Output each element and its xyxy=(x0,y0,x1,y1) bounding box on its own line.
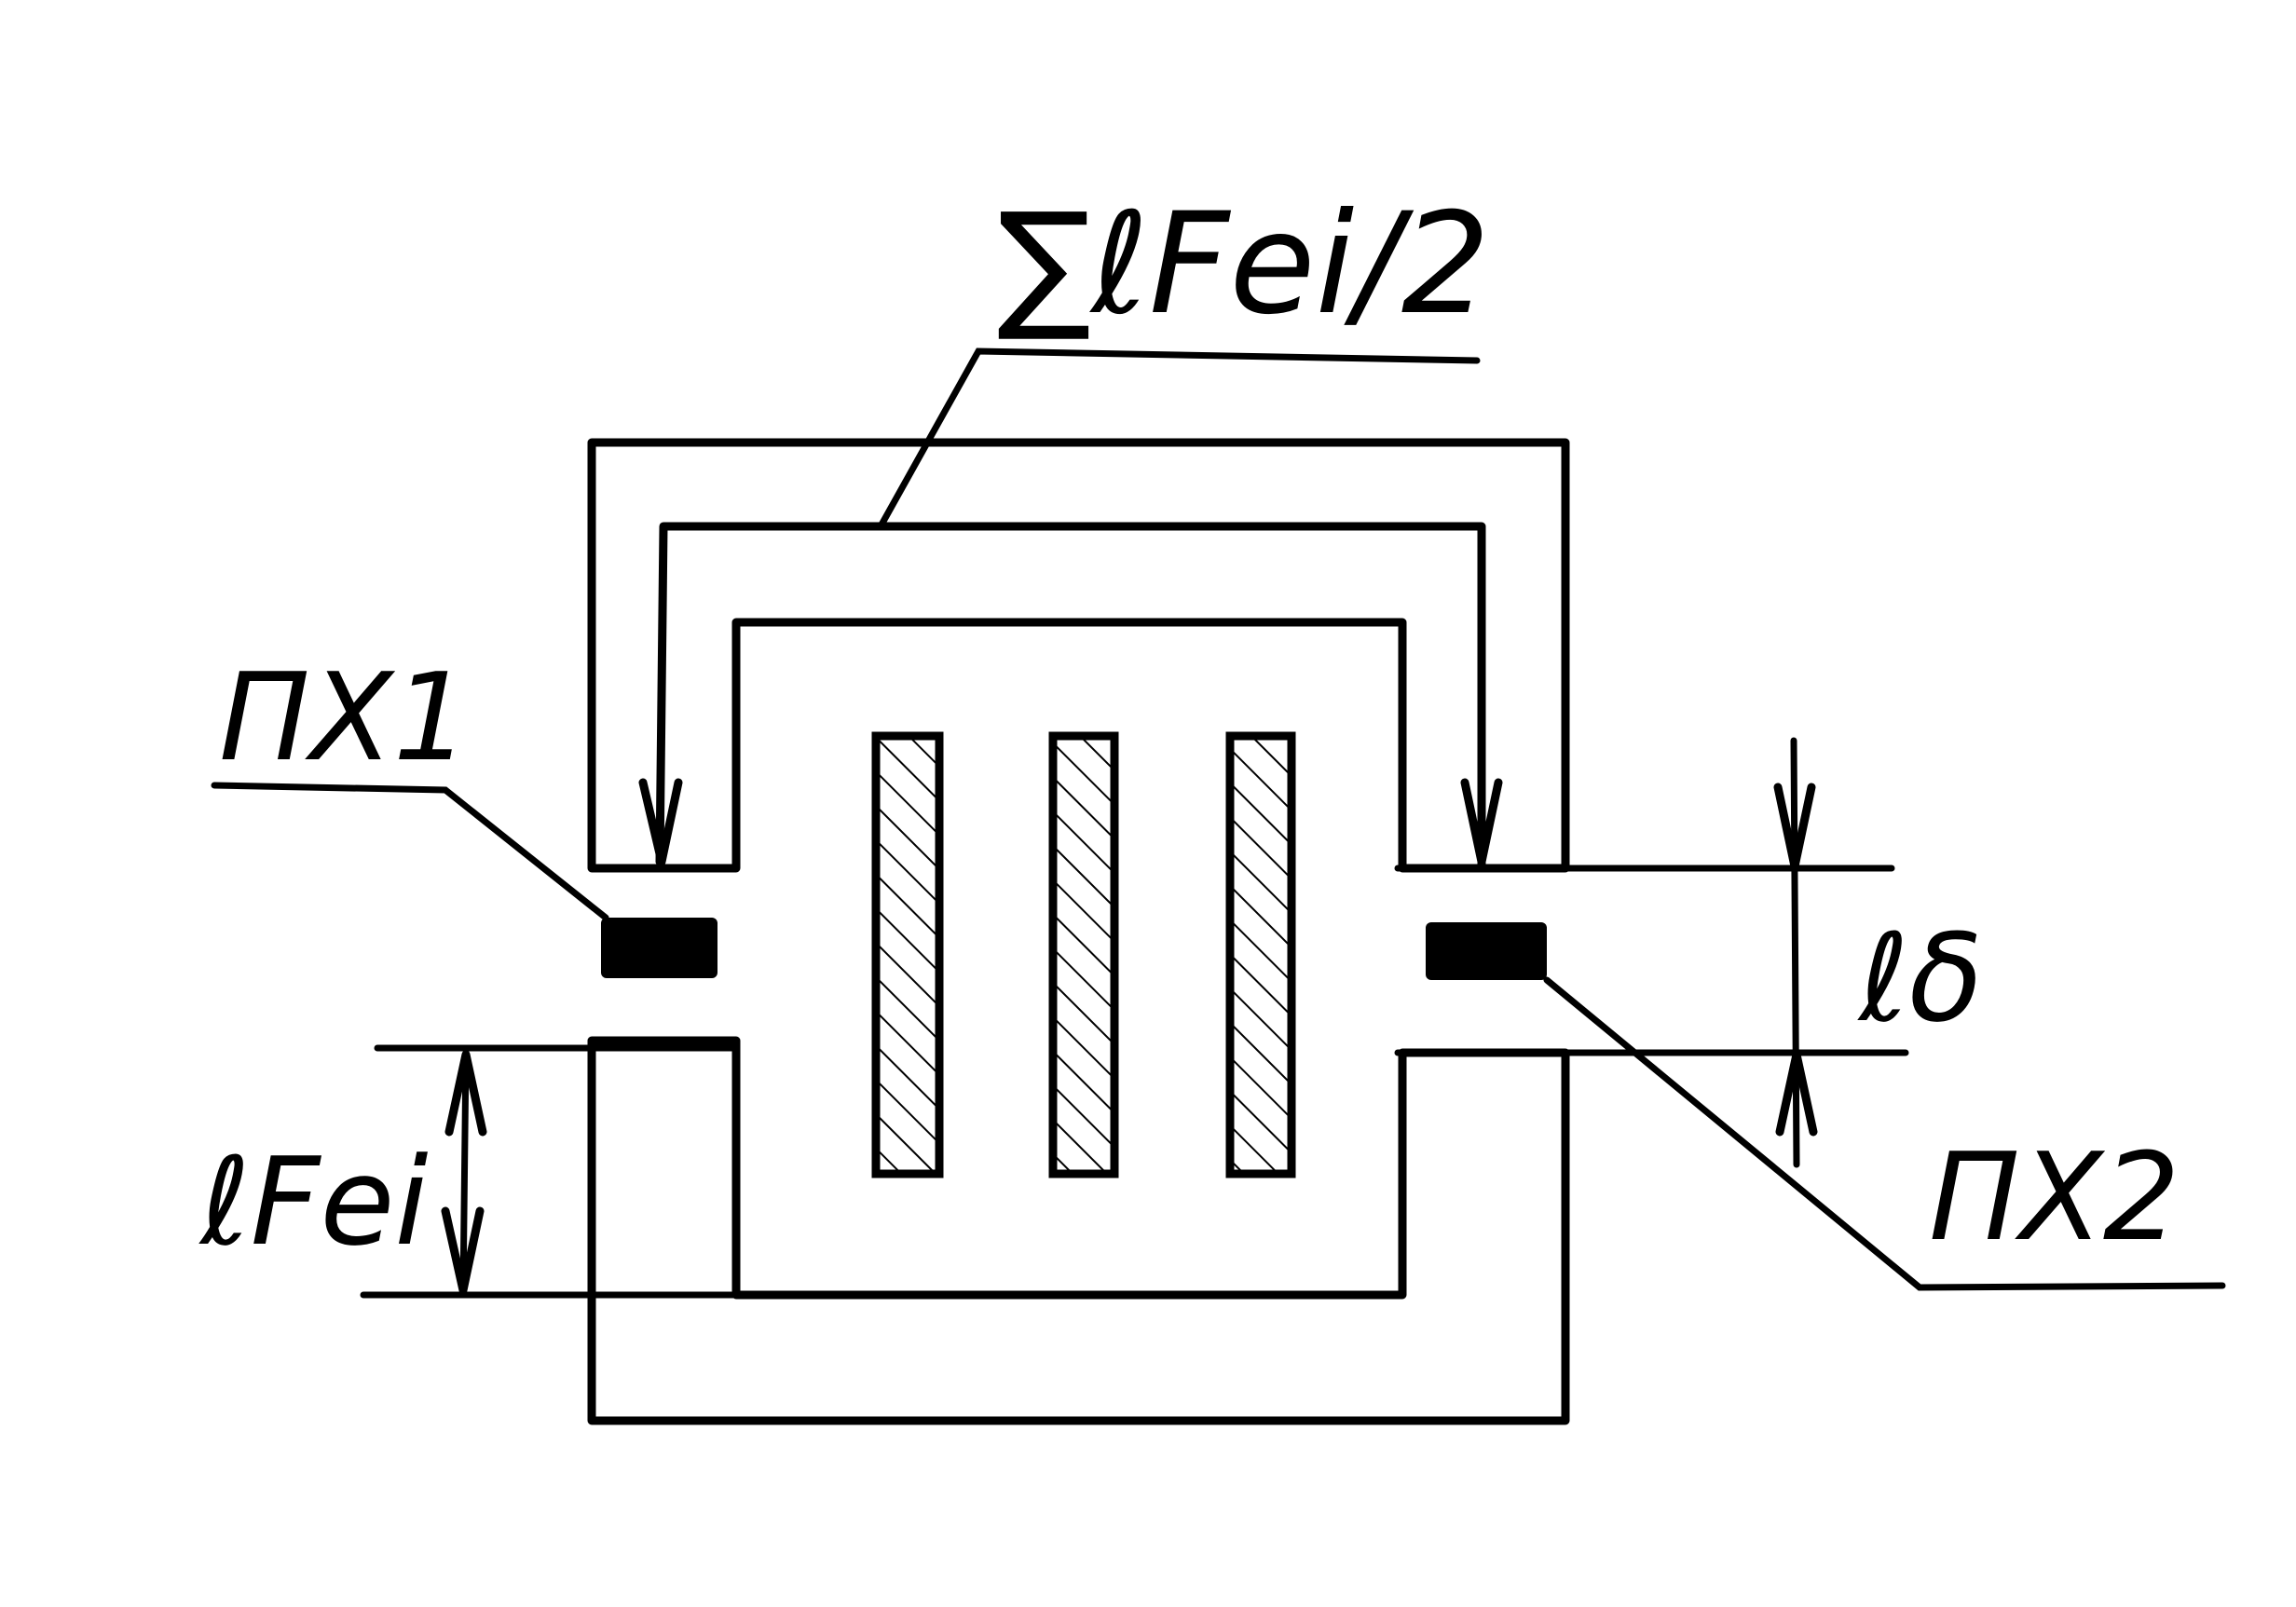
winding-conductor-1 xyxy=(871,731,944,1178)
winding-conductor-2 xyxy=(1048,731,1119,1178)
core-arrow-top xyxy=(444,1050,487,1137)
sensor-1-leader xyxy=(211,782,609,921)
gap-arrow-top xyxy=(1773,783,1816,871)
flux-arrow-left xyxy=(638,778,683,866)
hall-sensor-1 xyxy=(601,918,718,978)
flux-arrow-right xyxy=(1460,778,1503,866)
mean-flux-path xyxy=(655,522,1486,871)
hall-sensor-2 xyxy=(1426,922,1547,980)
winding-conductor-3 xyxy=(1225,731,1296,1178)
sum-length-label: ∑ℓFei/2 xyxy=(997,184,1490,346)
core-length-label: ℓFei xyxy=(198,1131,429,1273)
sensor-2-label: ПХ2 xyxy=(1929,1126,2180,1268)
sum-length-leader xyxy=(877,347,1481,530)
core-dimension-line xyxy=(459,1049,470,1297)
sensor-1-label: ПХ1 xyxy=(219,647,471,788)
gap-length-label: ℓδ xyxy=(1857,907,1983,1049)
sensor-2-leader xyxy=(1543,976,2226,1291)
gap-dimension-line xyxy=(1790,737,1800,1168)
gap-arrow-bottom xyxy=(1775,1050,1818,1137)
core-arrow-bottom xyxy=(441,1206,485,1295)
